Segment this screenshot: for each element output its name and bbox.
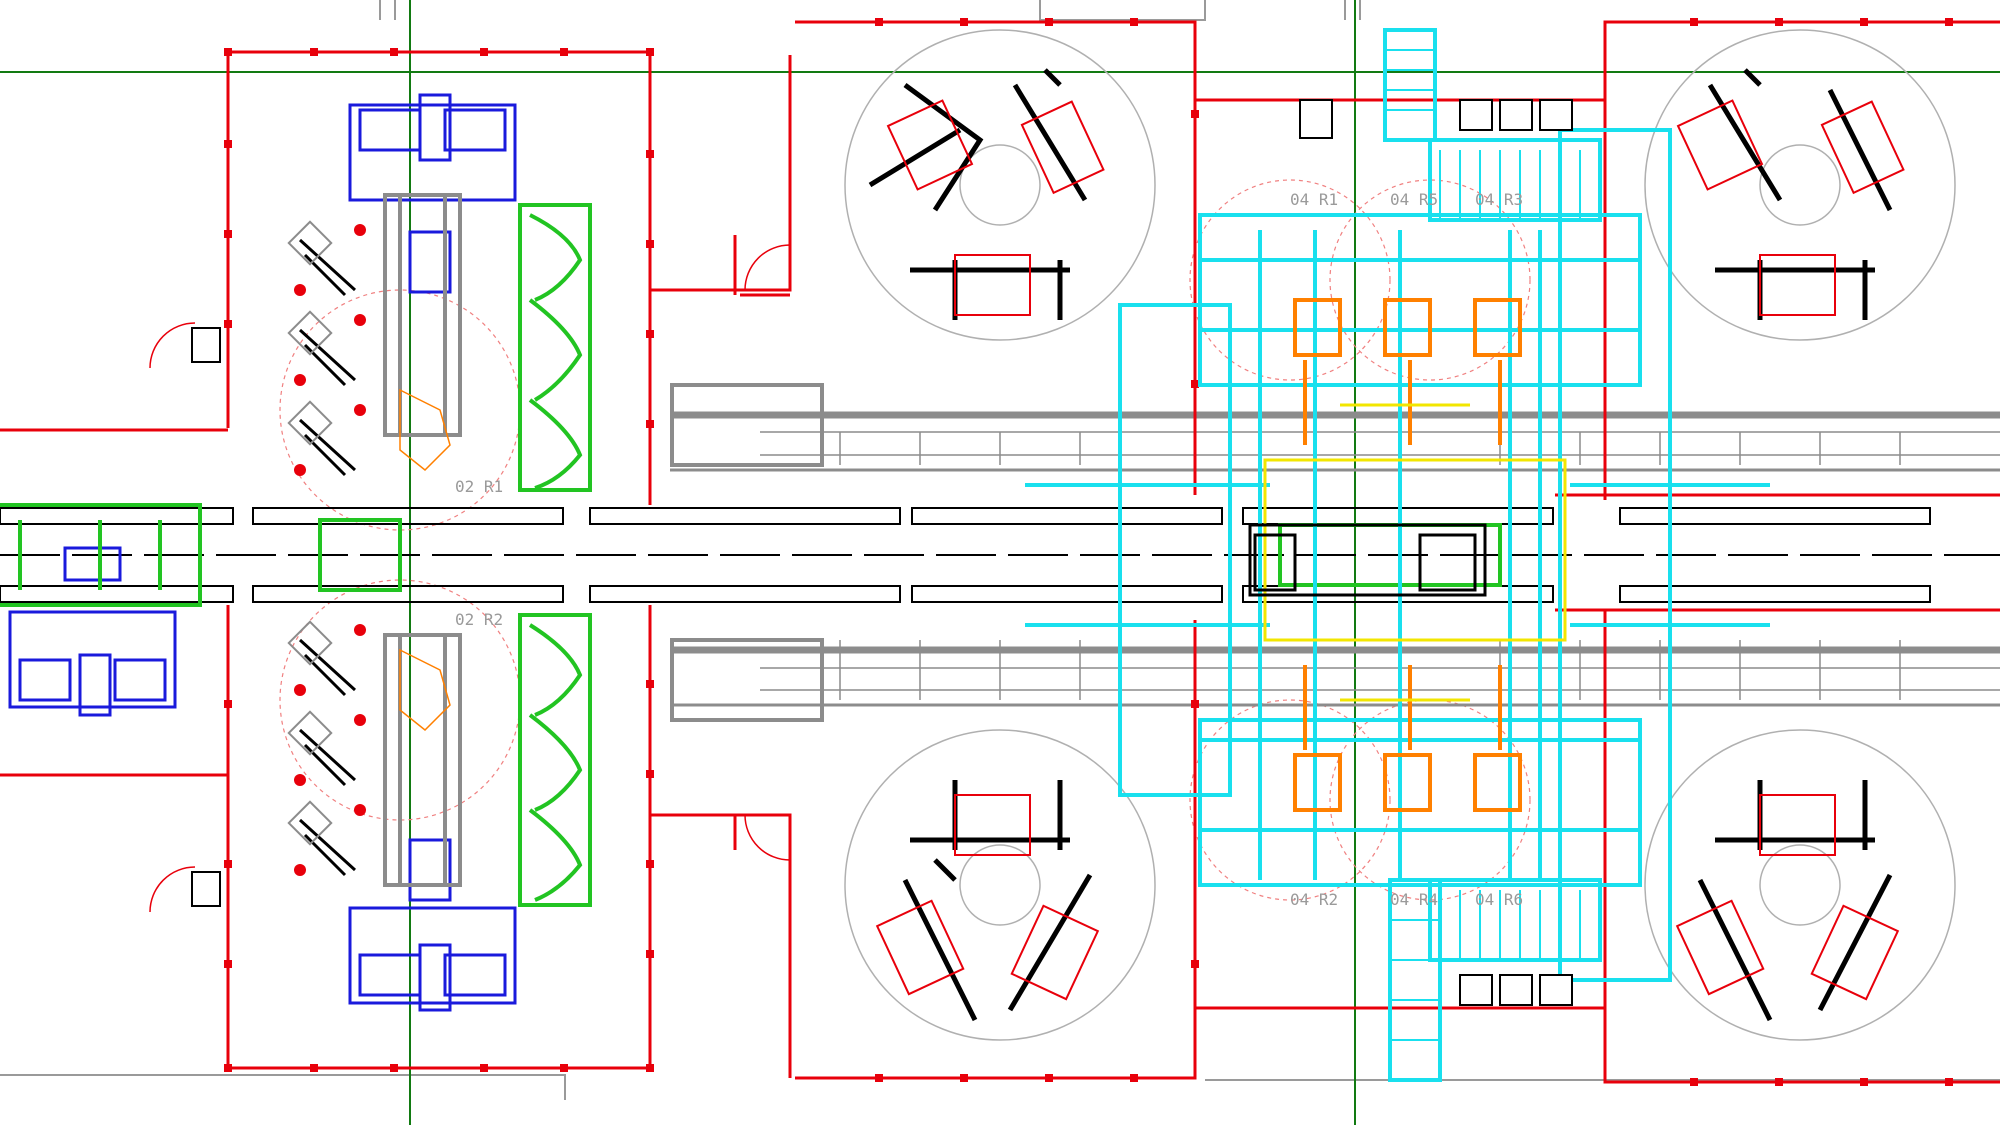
station02-robot-tips [294,224,366,876]
controller-cabinets [1459,99,1573,1006]
safety-fences [0,20,2000,1084]
cell-label-02-r1: 02 R1 [455,477,503,496]
gray-robot-risers [383,193,462,887]
station04-body [1248,523,1487,597]
cyan-tooling-frame [1025,28,1770,1082]
door-swings [149,244,791,913]
cell-robots [868,68,1893,1022]
cell-label-04-r1: 04 R1 [1290,190,1338,209]
station02-robot-bases [287,220,333,846]
cell-labels: 02 R1 02 R2 04 R1 04 R5 04 R3 04 R2 04 R… [455,190,1523,909]
cell-label-02-r2: 02 R2 [455,610,503,629]
cell-label-04-r6: 04 R6 [1475,890,1523,909]
cell-label-04-r5: 04 R5 [1390,190,1438,209]
robot-reach-circles [844,29,1956,1041]
cell-label-04-r3: 04 R3 [1475,190,1523,209]
station02-robots [298,238,357,877]
cyan-stair-rungs [1385,49,1581,1041]
dashed-swing-circles [279,179,1531,901]
gray-side-rails [670,383,2000,722]
operator-stations [191,99,1333,907]
cell-fixture-frames [875,99,1905,1001]
orange-clamps [1293,298,1522,812]
orange-swing [399,388,451,732]
cell-label-04-r2: 04 R2 [1290,890,1338,909]
blue-fixtures [8,93,517,1012]
yellow-tooling [1263,403,1567,702]
fence-posts [224,18,1953,1086]
building-walls [0,0,2000,1100]
cell-label-04-r4: 04 R4 [1390,890,1438,909]
conveyor-main-line [0,507,2000,603]
